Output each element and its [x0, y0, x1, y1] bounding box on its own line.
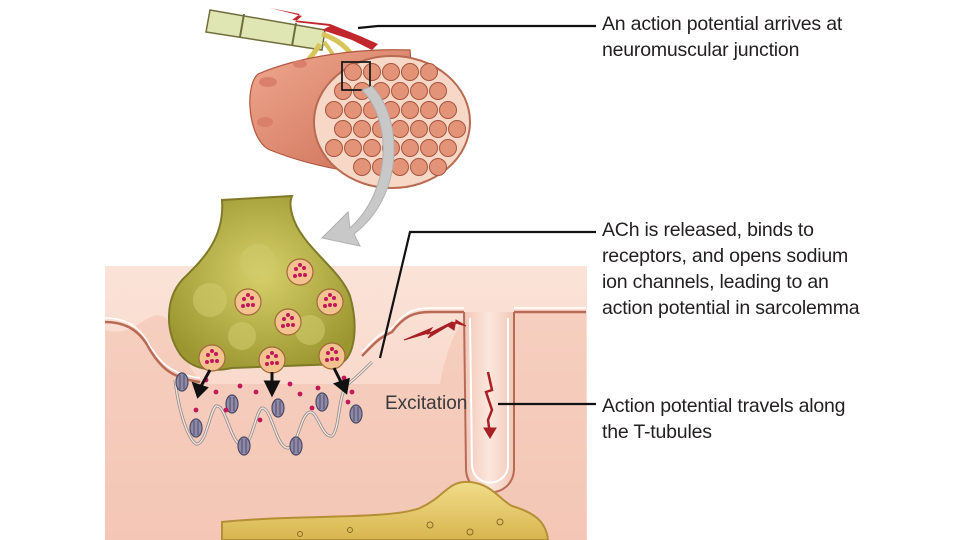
synaptic-vesicles	[198, 258, 346, 374]
ach-receptors	[175, 372, 363, 456]
label-action-potential-travels: Action potential travels along the T-tub…	[602, 395, 846, 443]
release-arrows	[191, 367, 350, 399]
leader-line-arrives	[357, 24, 596, 30]
zoom-pointer-arrow	[320, 85, 395, 247]
leader-line-ach	[378, 230, 596, 359]
signal-arrow-top	[270, 8, 378, 50]
label-excitation: Excitation	[385, 393, 468, 414]
axon-terminal	[168, 194, 356, 371]
muscle-fiber-bundle	[249, 49, 471, 189]
label-action-potential-arrives: An action potential arrives at neuromusc…	[602, 13, 843, 61]
action-potential-arrows	[403, 319, 497, 439]
leader-lines	[357, 24, 596, 406]
sarcoplasmic-reticulum	[221, 480, 550, 540]
label-ach-released: ACh is released, binds to receptors, and…	[602, 219, 860, 319]
